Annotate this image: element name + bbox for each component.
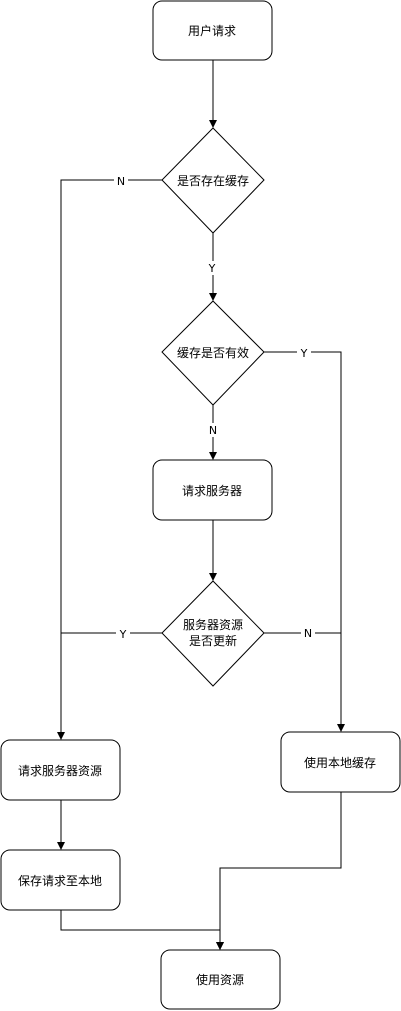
node-label: 保存请求至本地 — [18, 874, 102, 888]
node-label: 请求服务器 — [182, 483, 242, 498]
node-label: 请求服务器资源 — [18, 763, 102, 778]
edge-label-exists-yes: Y — [208, 262, 216, 275]
edge-label-bg — [301, 626, 315, 640]
node-label: 使用资源 — [196, 972, 244, 987]
node-label: 用户请求 — [188, 23, 236, 38]
edge-label-bg — [206, 423, 220, 437]
edge-label-updated-yes: Y — [119, 628, 127, 641]
edge-cache-to-use — [216, 792, 342, 950]
edge-label-valid-no: N — [209, 424, 217, 437]
node-use-resource: 使用资源 — [160, 949, 281, 1010]
node-user-request: 用户请求 — [152, 0, 273, 61]
node-use-local-cache: 使用本地缓存 — [280, 731, 401, 793]
node-request-server: 请求服务器 — [152, 459, 273, 521]
node-label: 是否存在缓存 — [177, 174, 249, 188]
node-label: 缓存是否有效 — [177, 345, 249, 360]
node-cache-exists: 是否存在缓存 — [161, 127, 265, 234]
node-server-updated: 服务器资源 是否更新 — [161, 580, 265, 687]
node-save-request-local: 保存请求至本地 — [0, 849, 121, 911]
edge-label-bg — [205, 261, 219, 275]
edge-label-exists-no: N — [117, 175, 125, 188]
edge-save-to-use — [60, 910, 224, 950]
node-request-server-resource: 请求服务器资源 — [0, 739, 121, 801]
node-label: 使用本地缓存 — [304, 755, 376, 770]
edge-label-bg — [116, 627, 130, 641]
edge-label-bg — [114, 173, 128, 187]
edge-label-bg — [297, 345, 311, 359]
node-label-line2: 是否更新 — [189, 633, 237, 648]
edge-exists-no — [57, 179, 162, 740]
node-label-line1: 服务器资源 — [183, 617, 243, 632]
edge-label-updated-no: N — [304, 627, 312, 640]
edge-valid-yes — [264, 351, 345, 732]
node-cache-valid: 缓存是否有效 — [161, 300, 265, 406]
edge-label-valid-yes: Y — [300, 347, 308, 360]
